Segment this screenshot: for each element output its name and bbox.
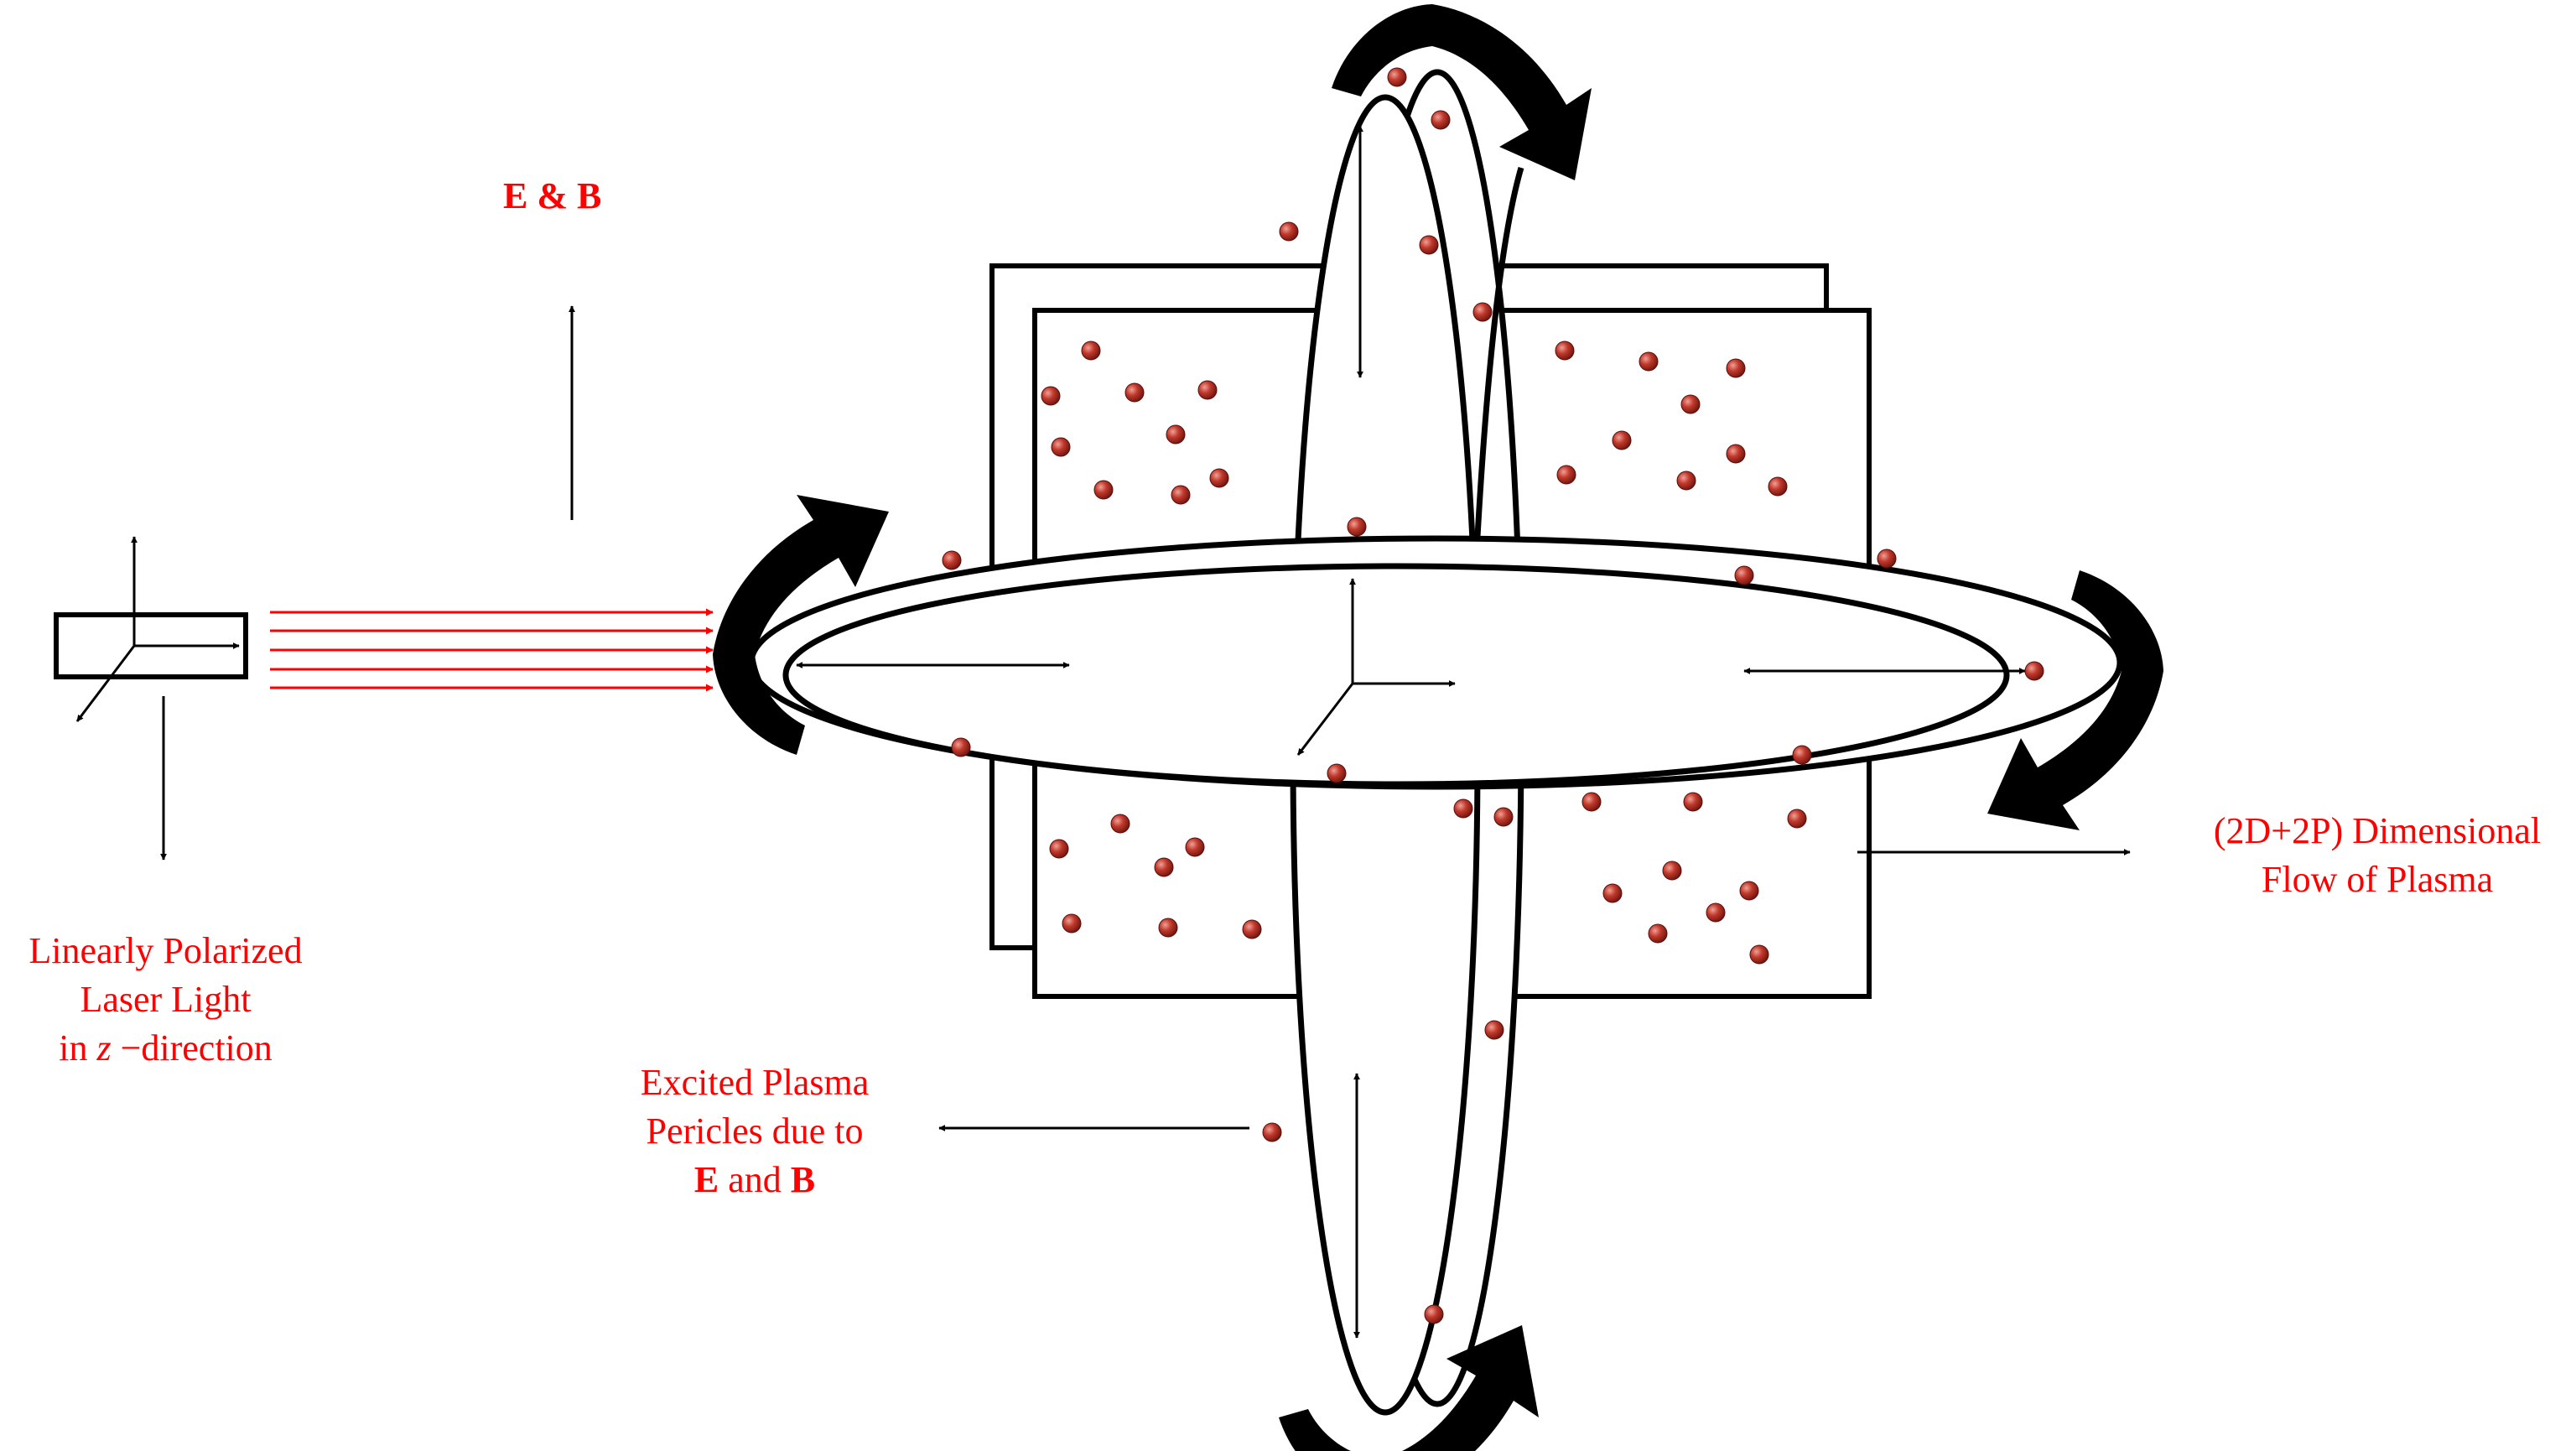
laser-source bbox=[54, 536, 248, 861]
excited-e: E bbox=[693, 1159, 719, 1200]
laser-label-line2: Laser Light bbox=[80, 979, 252, 1020]
excited-label-line2: Pericles due to bbox=[646, 1110, 864, 1152]
laser-label-line3: in z −direction bbox=[0, 1024, 331, 1073]
e-symbol: E bbox=[503, 175, 528, 216]
laser-beam bbox=[270, 608, 714, 692]
laser-line3-post: −direction bbox=[111, 1027, 273, 1069]
laser-line3-z: z bbox=[96, 1027, 112, 1069]
flow-label-line1: (2D+2P) Dimensional bbox=[2213, 810, 2542, 851]
amp-text: & bbox=[527, 175, 578, 216]
excited-label: Excited Plasma Pericles due to E and B bbox=[608, 1058, 901, 1204]
laser-label: Linearly Polarized Laser Light in z −dir… bbox=[0, 927, 331, 1073]
excited-mid: and bbox=[719, 1159, 791, 1200]
flow-label-line2: Flow of Plasma bbox=[2261, 859, 2494, 900]
excited-label-line3: E and B bbox=[608, 1156, 901, 1204]
axis-triad-icon bbox=[75, 536, 240, 861]
pointer-arrows bbox=[569, 305, 2131, 1131]
eb-label: E & B bbox=[503, 172, 601, 221]
vertical-ring-front bbox=[1474, 167, 1524, 538]
flow-label: (2D+2P) Dimensional Flow of Plasma bbox=[2180, 807, 2574, 904]
axis-triad-icon bbox=[1296, 578, 1456, 756]
laser-line3-pre: in bbox=[59, 1027, 97, 1069]
excited-label-line1: Excited Plasma bbox=[640, 1062, 870, 1103]
field-arrows bbox=[796, 125, 2026, 1339]
excited-b: B bbox=[790, 1159, 816, 1200]
b-symbol: B bbox=[577, 175, 602, 216]
horizontal-ring bbox=[748, 535, 2123, 790]
laser-label-line1: Linearly Polarized bbox=[29, 930, 303, 971]
